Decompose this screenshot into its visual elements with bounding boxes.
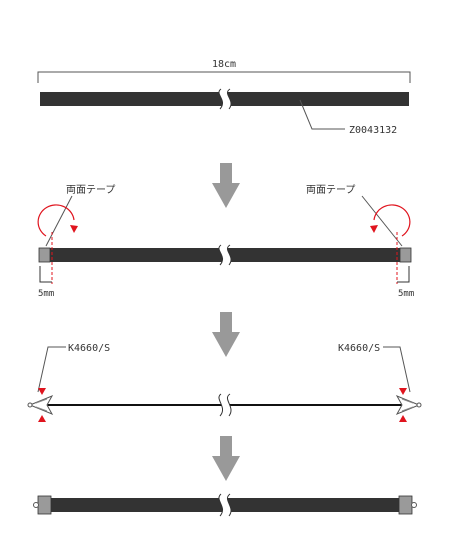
down-arrow-icon: [212, 312, 240, 357]
tape-label-right: 両面テープ: [306, 184, 355, 196]
offset-label-left: 5mm: [38, 289, 54, 299]
rotate-arrow-icon-right: [370, 204, 411, 237]
clip-icon-right: [395, 394, 422, 416]
step2: 両面テープ 両面テープ 5mm 5mm: [37, 184, 414, 299]
dimension-bracket: [37, 71, 411, 83]
part-label: Z0043132: [349, 125, 397, 136]
step3: K4660/S K4660/S: [27, 343, 422, 422]
rotate-arrow-icon-left: [37, 204, 78, 237]
offset-bracket-left: [39, 266, 52, 283]
down-arrow-icon: [212, 163, 240, 208]
step1: 18cm Z0043132: [37, 59, 411, 136]
tape-leader-right: [361, 195, 403, 247]
offset-label-right: 5mm: [398, 289, 414, 299]
tape-label-left: 両面テープ: [66, 184, 115, 196]
break-mark-icon: [218, 393, 232, 417]
step4: [33, 493, 417, 517]
press-arrow-right-bottom: [399, 415, 407, 422]
clip-icon-left: [27, 394, 54, 416]
press-arrow-right-top: [399, 388, 407, 395]
clip-leader-left: [37, 346, 66, 393]
clip-label-left: K4660/S: [68, 343, 110, 354]
tape-left: [38, 247, 51, 263]
part-leader: [299, 99, 345, 130]
break-mark-icon: [218, 493, 232, 517]
length-label: 18cm: [212, 59, 236, 70]
offset-bracket-right: [397, 266, 410, 283]
clip-label-right: K4660/S: [338, 343, 380, 354]
end-stud-left: [33, 502, 39, 508]
press-arrow-left-top: [38, 388, 46, 395]
clip-leader-right: [383, 346, 411, 393]
press-arrow-left-bottom: [38, 415, 46, 422]
tape-right: [399, 247, 412, 263]
break-mark-icon: [218, 244, 232, 266]
break-mark-icon: [218, 88, 232, 110]
tape-leader-left: [45, 195, 73, 247]
end-cap-right: [398, 495, 413, 515]
end-stud-right: [411, 502, 417, 508]
end-cap-left: [37, 495, 52, 515]
down-arrow-icon: [212, 436, 240, 481]
